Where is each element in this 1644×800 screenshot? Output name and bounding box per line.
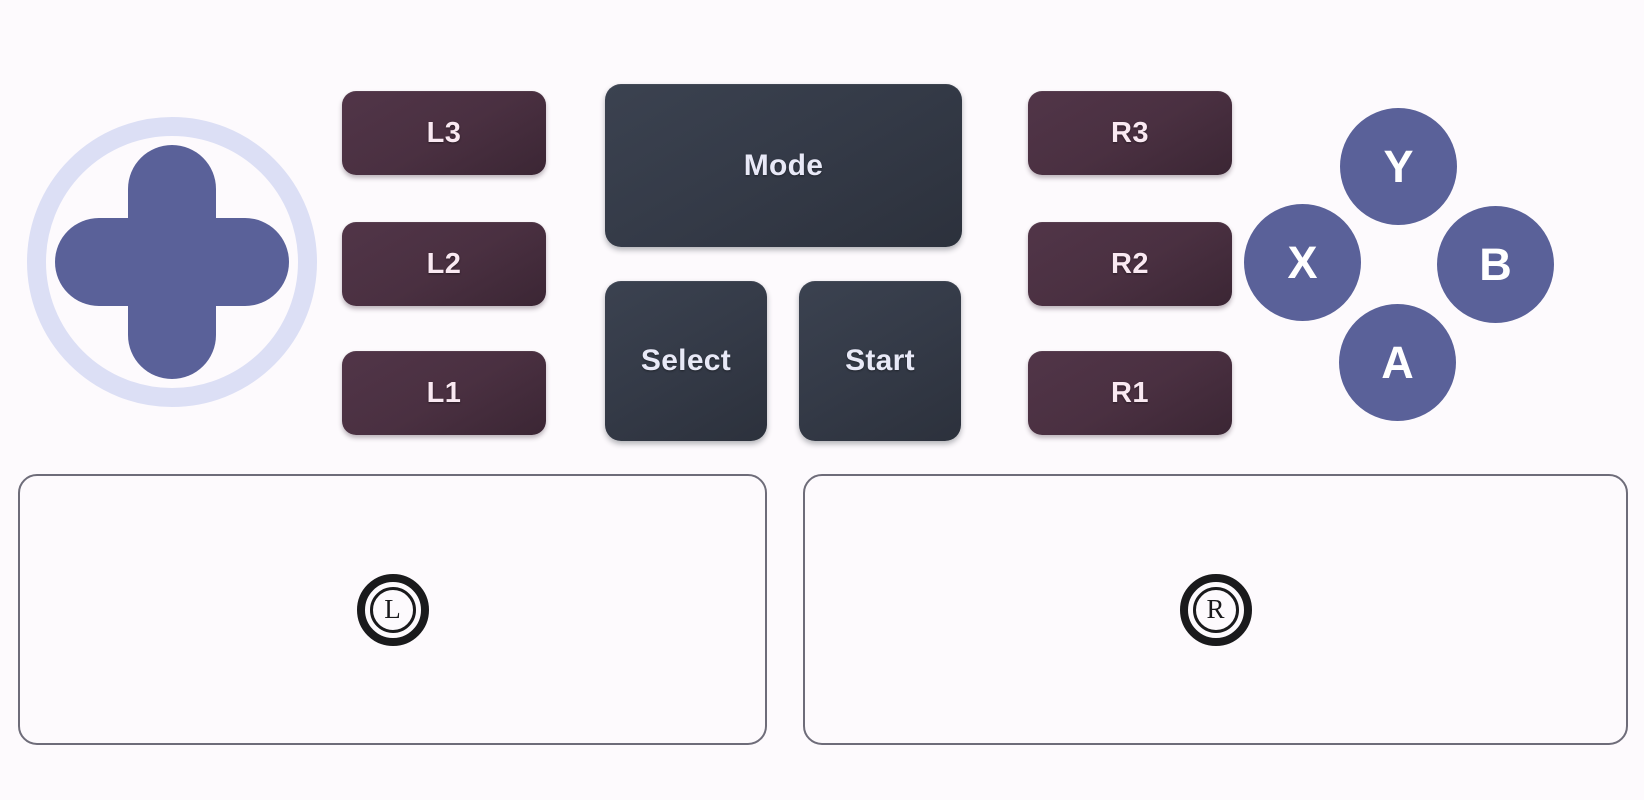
button-y-label: Y — [1383, 141, 1414, 192]
dpad-arm-horizontal[interactable] — [55, 218, 289, 306]
analog-panel-right[interactable]: R — [803, 474, 1628, 745]
button-x[interactable]: X — [1244, 204, 1361, 321]
button-a[interactable]: A — [1339, 304, 1456, 421]
button-r2[interactable]: R2 — [1028, 222, 1232, 306]
button-b[interactable]: B — [1437, 206, 1554, 323]
button-mode[interactable]: Mode — [605, 84, 962, 247]
button-start-label: Start — [845, 344, 915, 377]
button-y[interactable]: Y — [1340, 108, 1457, 225]
button-mode-label: Mode — [743, 148, 824, 182]
button-l3[interactable]: L3 — [342, 91, 546, 175]
button-x-label: X — [1287, 237, 1318, 288]
button-l3-label: L3 — [426, 116, 462, 149]
button-select[interactable]: Select — [605, 281, 767, 441]
left-stick-icon: L — [356, 573, 429, 646]
button-l1[interactable]: L1 — [342, 351, 546, 435]
button-l2-label: L2 — [426, 247, 462, 280]
button-l2[interactable]: L2 — [342, 222, 546, 306]
dpad[interactable] — [27, 117, 317, 407]
right-stick-label: R — [1192, 586, 1239, 633]
button-r1[interactable]: R1 — [1028, 351, 1232, 435]
button-b-label: B — [1479, 239, 1512, 290]
button-start[interactable]: Start — [799, 281, 961, 441]
button-r3[interactable]: R3 — [1028, 91, 1232, 175]
right-stick-icon: R — [1179, 573, 1252, 646]
analog-panel-left[interactable]: L — [18, 474, 767, 745]
button-select-label: Select — [640, 344, 732, 377]
face-button-cluster: Y X B A — [1240, 108, 1560, 424]
button-r3-label: R3 — [1110, 116, 1150, 149]
left-stick-label: L — [369, 586, 416, 633]
button-r1-label: R1 — [1110, 376, 1150, 409]
button-l1-label: L1 — [426, 376, 462, 409]
button-r2-label: R2 — [1110, 247, 1150, 280]
button-a-label: A — [1381, 337, 1414, 388]
